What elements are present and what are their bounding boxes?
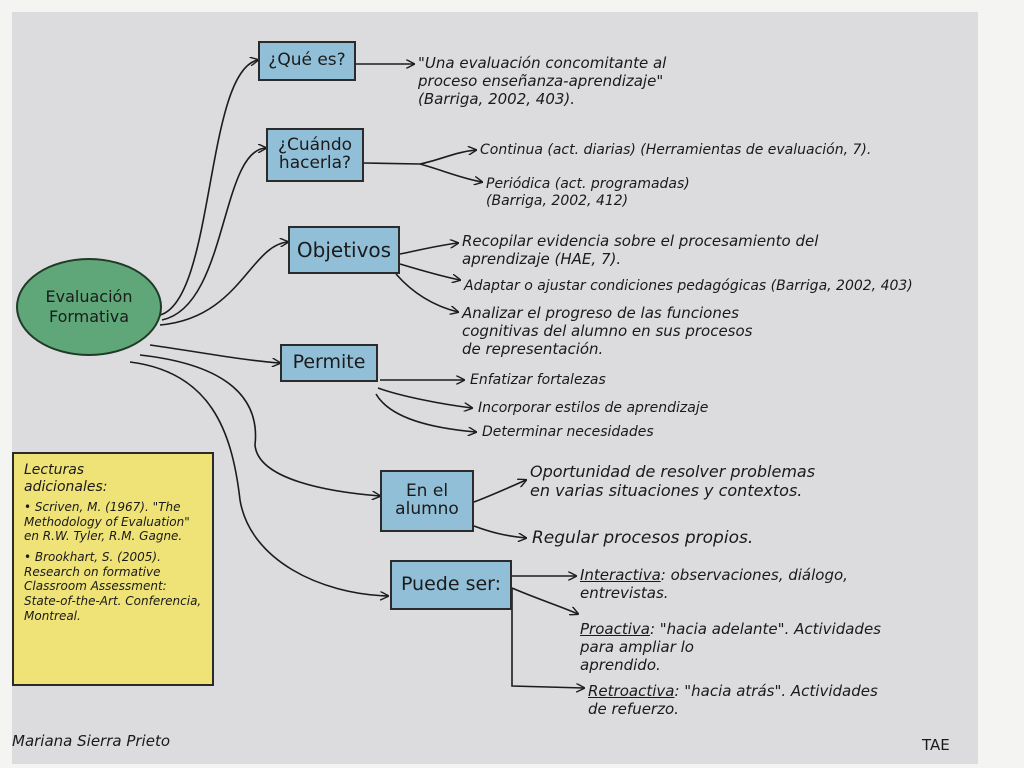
permite-1: Enfatizar fortalezas — [470, 372, 606, 388]
objetivo-2: Adaptar o ajustar condiciones pedagógica… — [464, 278, 913, 294]
link-tipo-3 — [511, 588, 584, 688]
objetivo-1: Recopilar evidencia sobre el procesamien… — [462, 232, 819, 268]
readings-title: Lecturas adicionales: — [24, 462, 108, 496]
readings-box: Lecturas adicionales: • Scriven, M. (196… — [12, 452, 214, 686]
link-objetivos — [159, 242, 288, 326]
author-name: Mariana Sierra Prieto — [12, 732, 171, 750]
link-alumno-2 — [473, 525, 526, 538]
tipo-retroactiva: Retroactiva: "hacia atrás". Actividades … — [588, 682, 878, 718]
link-cuando-1 — [363, 150, 476, 165]
link-que-es — [159, 60, 258, 316]
cuando-continua: Continua (act. diarias) (Herramientas de… — [480, 142, 872, 158]
node-puede-ser: Puede ser: — [390, 560, 512, 610]
link-obj-2 — [399, 263, 460, 280]
node-objetivos: Objetivos — [288, 226, 400, 274]
link-cuando-2 — [419, 163, 482, 182]
link-alumno — [139, 354, 380, 496]
cuando-periodica: Periódica (act. programadas) (Barriga, 2… — [486, 176, 690, 209]
link-permite-3 — [375, 393, 476, 432]
permite-2: Incorporar estilos de aprendizaje — [478, 400, 709, 416]
link-permite — [149, 344, 280, 363]
tag-label: TAE — [922, 736, 950, 754]
alumno-1: Oportunidad de resolver problemas en var… — [530, 462, 816, 501]
node-cuando: ¿Cuándo hacerla? — [266, 128, 364, 182]
que-es-definition: "Una evaluación concomitante al proceso … — [418, 54, 667, 108]
link-obj-3 — [395, 273, 458, 312]
link-obj-1 — [399, 243, 458, 255]
permite-3: Determinar necesidades — [482, 424, 654, 440]
center-node: Evaluación Formativa — [16, 258, 162, 356]
link-cuando — [161, 148, 266, 321]
link-tipo-2 — [511, 587, 578, 614]
reading-ref-2: • Brookhart, S. (2005). Research on form… — [24, 550, 202, 623]
node-permite: Permite — [280, 344, 378, 382]
link-permite-2 — [377, 387, 472, 408]
link-puede-ser — [129, 361, 388, 596]
tipo-proactiva: Proactiva: "hacia adelante". Actividades… — [580, 620, 881, 674]
node-que-es: ¿Qué es? — [258, 41, 356, 81]
objetivo-3: Analizar el progreso de las funciones co… — [462, 304, 753, 358]
tipo-interactiva: Interactiva: observaciones, diálogo, ent… — [580, 566, 848, 602]
link-alumno-1 — [473, 480, 526, 503]
node-alumno: En el alumno — [380, 470, 474, 532]
alumno-2: Regular procesos propios. — [532, 528, 754, 548]
reading-ref-1: • Scriven, M. (1967). "The Methodology o… — [24, 500, 190, 544]
